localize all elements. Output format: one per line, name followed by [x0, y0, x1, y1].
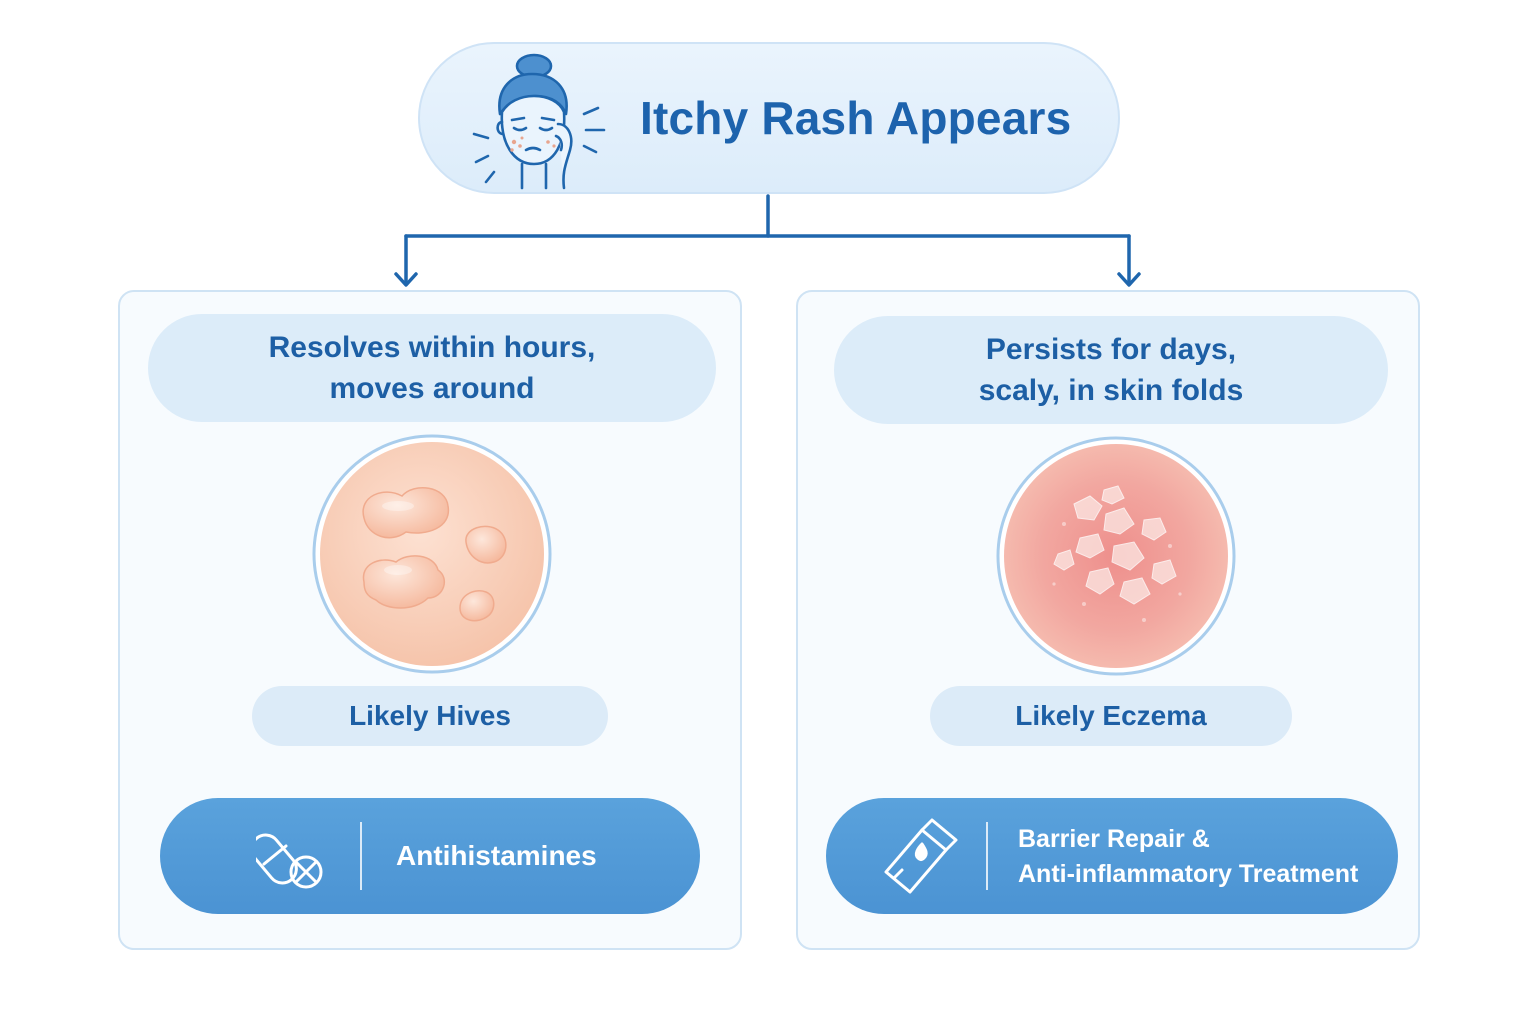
right-branch-arrowhead: [1117, 272, 1141, 287]
hives-condition-line-2: moves around: [329, 372, 535, 405]
eczema-treatment: Barrier Repair & Anti-inflammatory Treat…: [826, 798, 1398, 914]
eczema-diagnosis: Likely Eczema: [930, 686, 1292, 746]
hives-diagnosis: Likely Hives: [252, 686, 608, 746]
eczema-treatment-line-1: Barrier Repair &: [1018, 825, 1210, 853]
eczema-condition-line-2: scaly, in skin folds: [978, 374, 1244, 407]
eczema-treatment-divider: [986, 822, 988, 890]
root-title: Itchy Rash Appears: [640, 92, 1072, 144]
itchy-face-icon: [472, 53, 606, 190]
cream-tube-icon: [884, 818, 958, 894]
hives-treatment-divider: [360, 822, 362, 890]
eczema-condition: Persists for days, scaly, in skin folds: [834, 316, 1388, 424]
hives-condition: Resolves within hours, moves around: [148, 314, 716, 422]
left-branch-arrowhead: [394, 272, 418, 287]
hives-skin-illustration: [312, 434, 552, 674]
hives-treatment-label: Antihistamines: [396, 840, 597, 871]
eczema-treatment-label: Barrier Repair & Anti-inflammatory Treat…: [1018, 822, 1358, 892]
hives-condition-line-1: Resolves within hours,: [268, 331, 596, 364]
pill-capsule-icon: [256, 833, 323, 889]
eczema-treatment-line-2: Anti-inflammatory Treatment: [1018, 860, 1359, 888]
hives-treatment: Antihistamines: [160, 798, 700, 914]
eczema-condition-line-1: Persists for days,: [985, 333, 1237, 366]
eczema-skin-illustration: [996, 436, 1236, 676]
